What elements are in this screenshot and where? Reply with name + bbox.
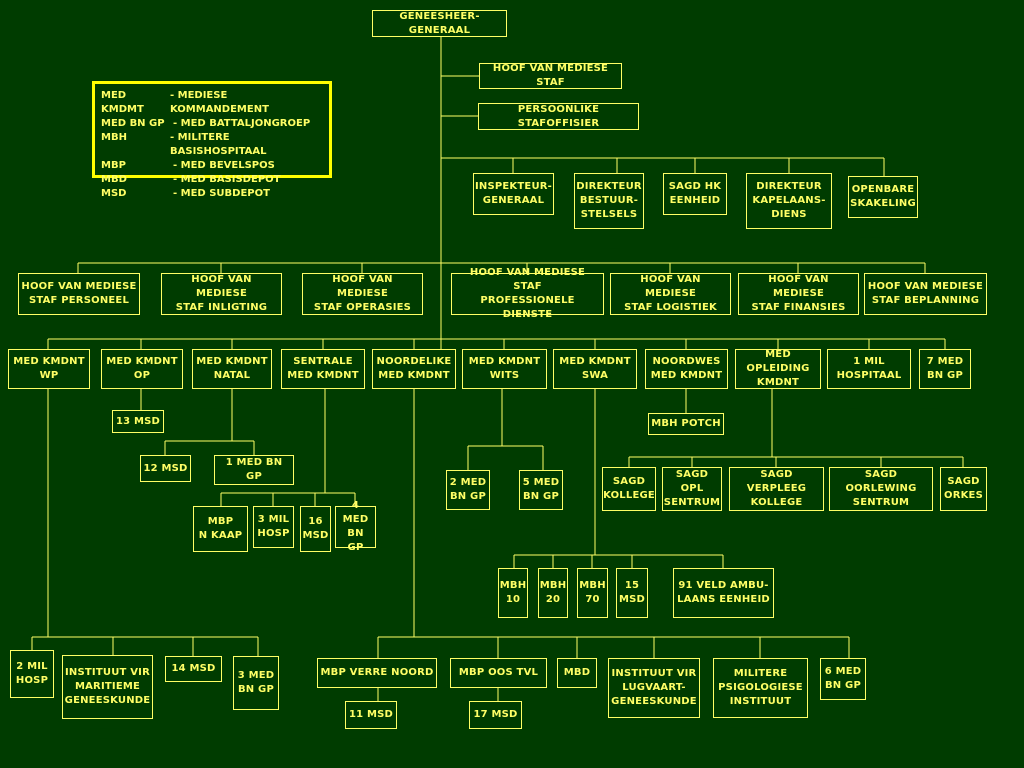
node-msd12: 12 MSD [140, 455, 191, 482]
node-mil-hosp1: 1 MIL HOSPITAAL [827, 349, 911, 389]
legend-row: MBP - MED BEVELSPOS [101, 159, 323, 173]
node-mbh20: MBH 20 [538, 568, 568, 618]
legend-meaning: - MED BATTALJONGROEP [173, 118, 311, 129]
node-opleiding: MED OPLEIDING KMDNT [735, 349, 821, 389]
legend-abbr: MBP [101, 160, 126, 171]
legend-meaning: - MILITERE BASISHOSPITAAL [170, 132, 267, 157]
node-msd11: 11 MSD [345, 701, 397, 729]
node-mbd: MBD [557, 658, 597, 688]
node-hoof-staf: HOOF VAN MEDIESE STAF [479, 63, 622, 89]
node-lugvaart: INSTITUUT VIR LUGVAART- GENEESKUNDE [608, 658, 700, 718]
node-hms-prof: HOOF VAN MEDIESE STAF PROFESSIONELE DIEN… [451, 267, 604, 320]
legend-abbr: MED BN GP [101, 118, 165, 129]
node-bngp3: 3 MED BN GP [233, 656, 279, 710]
legend-meaning: - MED SUBDEPOT [173, 188, 270, 199]
node-hms-operasies: HOOF VAN MEDIESE STAF OPERASIES [302, 273, 423, 315]
node-mbh-potch: MBH POTCH [648, 413, 724, 435]
node-hms-beplanning: HOOF VAN MEDIESE STAF BEPLANNING [864, 273, 987, 315]
node-msd16: 16 MSD [300, 506, 331, 552]
node-maritieme: INSTITUUT VIR MARITIEME GENEESKUNDE [62, 655, 153, 719]
node-mbp-verre: MBP VERRE NOORD [317, 658, 437, 688]
node-mbh10: MBH 10 [498, 568, 528, 618]
node-hms-inligting: HOOF VAN MEDIESE STAF INLIGTING [161, 273, 282, 315]
node-sagd-kollege: SAGD KOLLEGE [602, 467, 656, 511]
node-bngp1: 1 MED BN GP [214, 455, 294, 485]
abbreviation-legend: MED KMDMT - MEDIESE KOMMANDEMENT MED BN G… [92, 81, 332, 199]
node-bngp2: 2 MED BN GP [446, 470, 490, 510]
node-milhosp3: 3 MIL HOSP [253, 506, 294, 548]
legend-abbr: MSD [101, 188, 127, 199]
node-noordwes: NOORDWES MED KMDNT [645, 349, 728, 389]
node-dir-bestuur: DIREKTEUR BESTUUR- STELSELS [574, 173, 644, 229]
node-kmdnt-op: MED KMDNT OP [101, 349, 183, 389]
node-sagd-oorlewing: SAGD OORLEWING SENTRUM [829, 467, 933, 511]
legend-row: MBD - MED BASISDEPOT [101, 173, 323, 187]
node-root: GENEESHEER-GENERAAL [372, 10, 507, 37]
node-sagd-opl: SAGD OPL SENTRUM [662, 467, 722, 511]
node-psigologie: MILITERE PSIGOLOGIESE INSTITUUT [713, 658, 808, 718]
node-veld91: 91 VELD AMBU- LAANS EENHEID [673, 568, 774, 618]
legend-abbr: MED KMDMT [101, 90, 144, 115]
legend-row: MBH - MILITERE BASISHOSPITAAL [101, 131, 323, 159]
legend-meaning: - MED BASISDEPOT [173, 174, 281, 185]
legend-meaning: - MED BEVELSPOS [173, 160, 275, 171]
node-sentrale: SENTRALE MED KMDNT [281, 349, 365, 389]
node-dir-kapelaan: DIREKTEUR KAPELAANS- DIENS [746, 173, 832, 229]
node-kmdnt-wp: MED KMDNT WP [8, 349, 90, 389]
node-sagd-verpleeg: SAGD VERPLEEG KOLLEGE [729, 467, 824, 511]
node-mbp-oos: MBP OOS TVL [450, 658, 547, 688]
node-kmdnt-natal: MED KMDNT NATAL [192, 349, 272, 389]
node-sagd-hk: SAGD HK EENHEID [663, 173, 727, 215]
node-noordelike: NOORDELIKE MED KMDNT [372, 349, 456, 389]
legend-abbr: MBD [101, 174, 127, 185]
node-pers-stafoff: PERSOONLIKE STAFOFFISIER [478, 103, 639, 130]
node-bngp6: 6 MED BN GP [820, 658, 866, 700]
node-openbare: OPENBARE SKAKELING [848, 176, 918, 218]
node-mbp-nkaap: MBP N KAAP [193, 506, 248, 552]
node-mbh70: MBH 70 [577, 568, 608, 618]
node-insp-gen: INSPEKTEUR- GENERAAL [473, 173, 554, 215]
node-bngp4: 4 MED BN GP [335, 500, 376, 553]
node-hms-logistiek: HOOF VAN MEDIESE STAF LOGISTIEK [610, 273, 731, 315]
node-msd14: 14 MSD [165, 656, 222, 682]
node-bngp5: 5 MED BN GP [519, 470, 563, 510]
legend-row: MED BN GP - MED BATTALJONGROEP [101, 117, 323, 131]
node-bngp7: 7 MED BN GP [919, 349, 971, 389]
legend-abbr: MBH [101, 132, 127, 143]
node-hms-personeel: HOOF VAN MEDIESE STAF PERSONEEL [18, 273, 140, 315]
legend-meaning: - MEDIESE KOMMANDEMENT [169, 90, 269, 115]
node-sagd-orkes: SAGD ORKES [940, 467, 987, 511]
node-msd13: 13 MSD [112, 410, 164, 433]
legend-row: MED KMDMT - MEDIESE KOMMANDEMENT [101, 89, 323, 117]
legend-row: MSD - MED SUBDEPOT [101, 187, 323, 201]
node-kmdnt-wits: MED KMDNT WITS [462, 349, 547, 389]
node-msd15: 15 MSD [616, 568, 648, 618]
node-kmdnt-swa: MED KMDNT SWA [553, 349, 637, 389]
node-hms-finansies: HOOF VAN MEDIESE STAF FINANSIES [738, 273, 859, 315]
node-msd17: 17 MSD [469, 701, 522, 729]
node-milhosp2: 2 MIL HOSP [10, 650, 54, 698]
